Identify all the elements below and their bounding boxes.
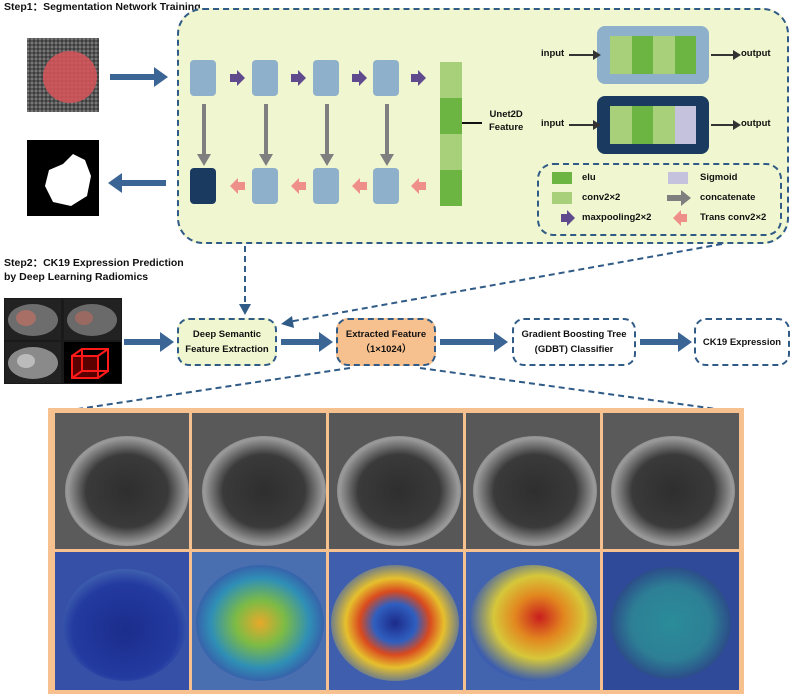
step2-title-line2: by Deep Learning Radiomics [4,271,149,283]
ck19-expression-box: CK19 Expression [694,318,790,366]
step2-title-line1: Step2：CK19 Expression Prediction [4,257,184,269]
output-block-diagram [597,96,709,154]
legend-maxpool-arrow-icon [561,210,575,226]
gdbt-classifier-box: Gradient Boosting Tree (GDBT) Classifier [512,318,636,366]
arrow-right-to-unet [110,67,168,87]
decoder-block-3 [373,168,399,204]
legend-trans-arrow-icon [673,210,687,226]
unet-arrows [197,70,482,194]
encoder-block-3 [313,60,339,96]
decoder-block-1 [252,168,278,204]
unet-feature-label-line1: Unet2D [489,109,523,120]
block2-input-label: input [541,118,565,129]
legend-elu-swatch [552,172,572,184]
legend-concatenate-arrow-icon [667,190,691,206]
block1-output-label: output [741,48,771,59]
legend-maxpool-label: maxpooling2×2 [582,212,652,223]
legend-sigmoid-swatch [668,172,688,184]
unet-feature-vector [440,62,462,206]
mri-and-heatmap-grid [55,413,739,690]
output-block [190,168,216,204]
binary-mask-image [27,140,99,216]
3d-bounding-box-icon [71,348,109,379]
encoder-block-2 [252,60,278,96]
encoder-block-4 [373,60,399,96]
deep-semantic-feature-extraction-box: Deep Semantic Feature Extraction [177,318,277,366]
legend-conv-swatch [552,192,572,204]
liver-ct-thumbnails [4,298,122,384]
mri-slice-with-tumor-mask [27,38,99,112]
unet-feature-label-line2: Feature [489,122,524,133]
block2-output-label: output [741,118,771,129]
legend [537,163,782,236]
legend-concatenate-label: concatenate [700,192,756,203]
conv-block-diagram [597,26,709,84]
legend-elu-label: elu [582,172,596,183]
legend-trans-label: Trans conv2×2 [700,212,767,223]
decoder-block-2 [313,168,339,204]
step2-title: Step2：CK19 Expression Prediction by Deep… [4,256,184,284]
legend-conv-label: conv2×2 [582,192,621,203]
legend-sigmoid-label: Sigmoid [700,172,738,183]
extracted-feature-box: Extracted Feature （1×1024） [336,318,436,366]
block1-input-label: input [541,48,565,59]
step1-title: Step1：Segmentation Network Training [4,1,201,13]
unet-feature-label: Unet2D Feature [489,108,523,134]
mini-block-arrows [569,50,741,130]
arrow-left-to-mask [108,173,166,193]
encoder-block-1 [190,60,216,96]
